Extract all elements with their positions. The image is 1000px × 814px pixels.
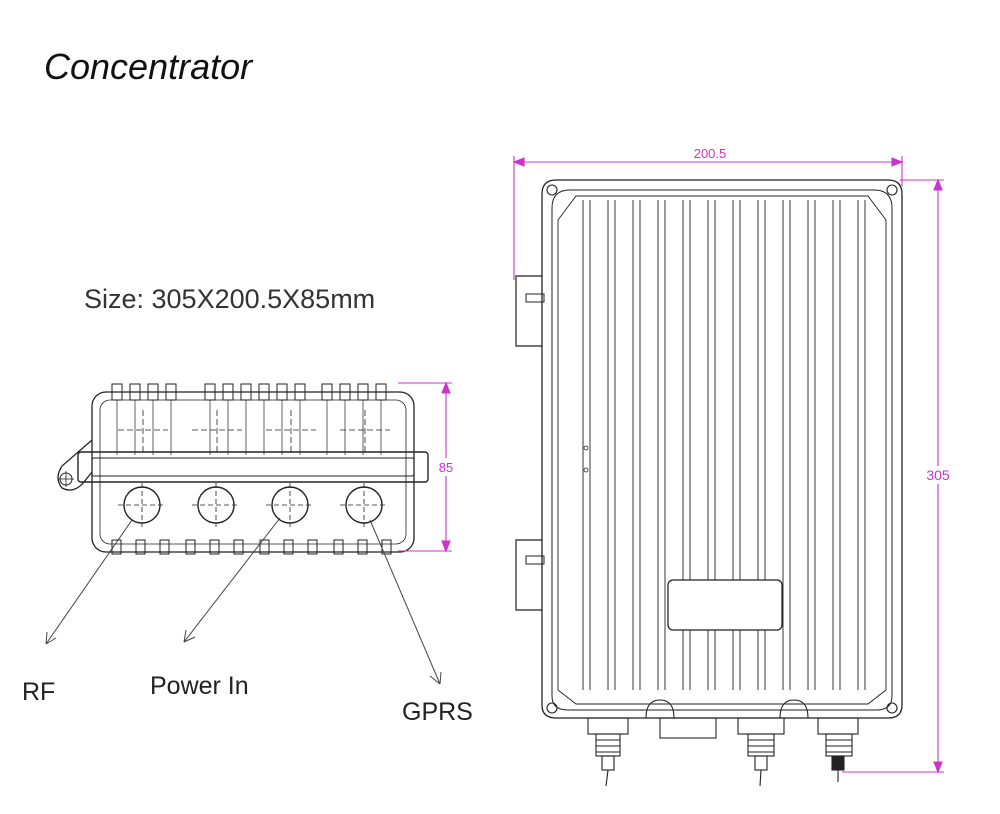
side-height-value: 85 [439, 460, 453, 475]
rf-label: RF [22, 678, 56, 706]
gprs-label: GPRS [402, 698, 473, 726]
page-title: Concentrator [44, 46, 253, 87]
front-width-dimension [512, 156, 904, 280]
front-bottom-connectors [587, 717, 859, 787]
front-width-value: 200.5 [694, 146, 727, 161]
front-fins [582, 200, 866, 690]
side-bottom-fins [111, 539, 392, 555]
power-in-label: Power In [150, 672, 249, 700]
side-fin-lines [116, 400, 382, 455]
callout-arrows [45, 517, 442, 685]
size-label: Size: 305X200.5X85mm [84, 284, 376, 314]
front-view [515, 179, 903, 787]
side-view [57, 383, 429, 555]
front-height-value: 305 [926, 467, 950, 483]
side-connector-ports [118, 483, 388, 527]
side-upper-crosshairs [118, 410, 390, 452]
front-height-dimension [842, 178, 944, 774]
